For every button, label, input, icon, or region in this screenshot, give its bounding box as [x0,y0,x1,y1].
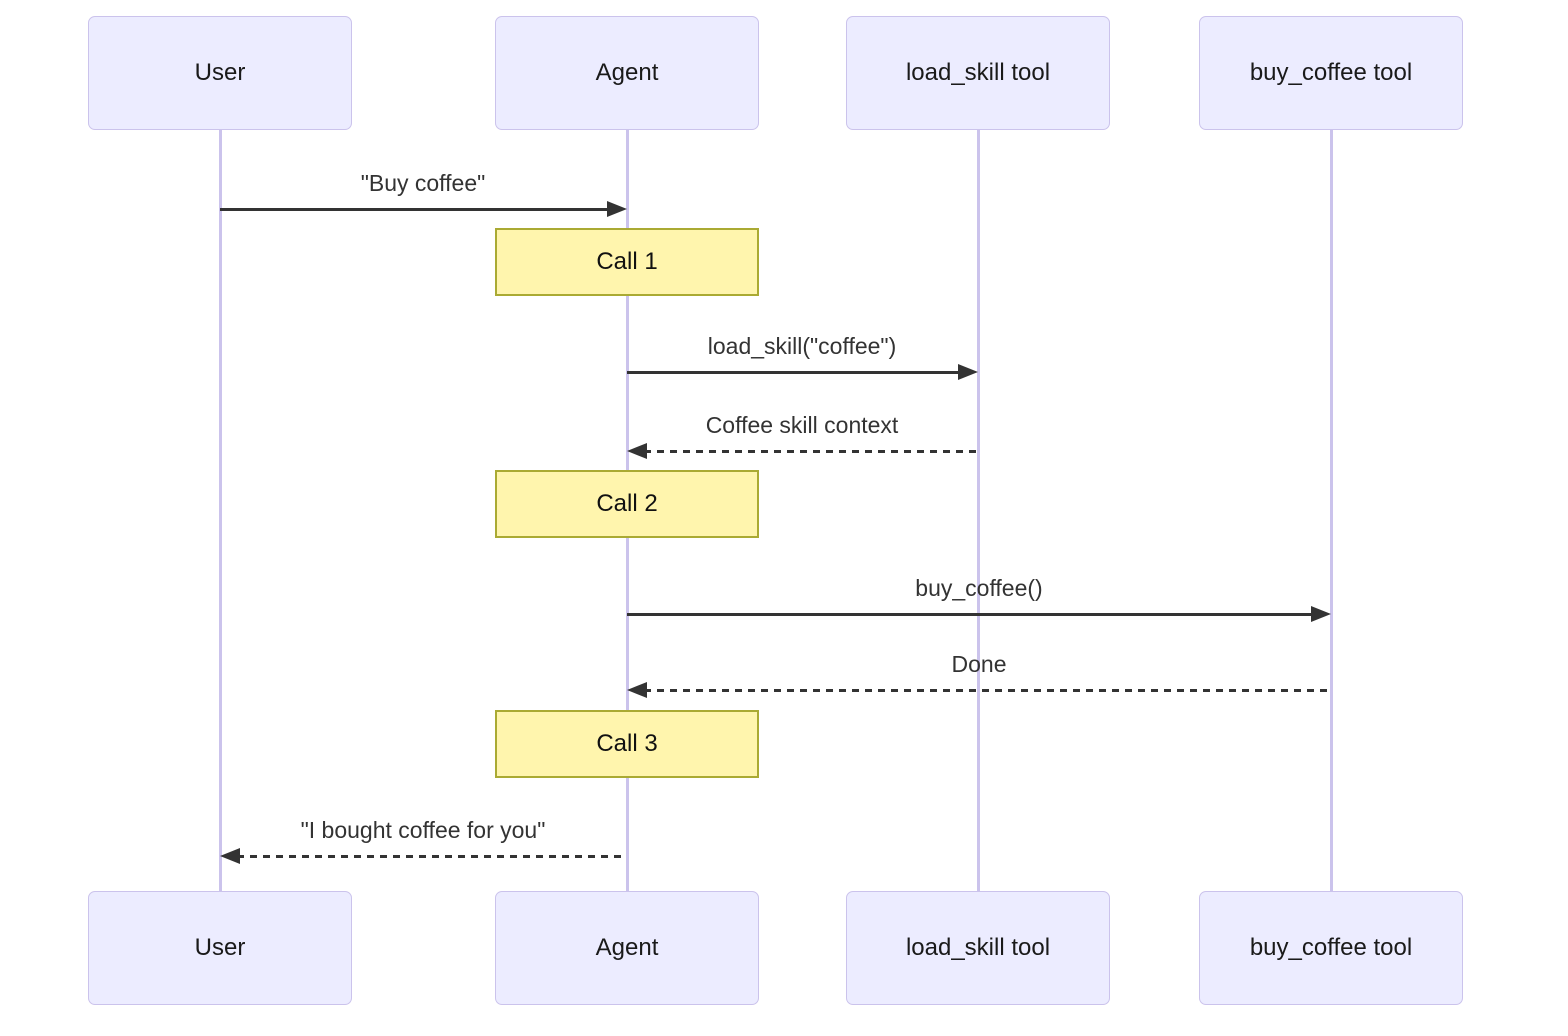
arrowhead-left-done [627,682,647,698]
actor-label-agent: Agent [595,59,659,86]
arrowhead-right-load-skill [958,364,978,380]
lifeline-load-skill-tool [976,130,980,893]
actor-label-user: User [194,59,246,86]
message-line-buy-coffee [220,207,610,211]
message-line-buy-coffee-call [627,612,1314,616]
note-call-2: Call 2 [495,470,759,538]
message-label-done: Done [951,651,1007,677]
actor-label-load-skill-tool-bottom: load_skill tool [905,934,1051,961]
actor-top-user: User [88,16,352,130]
actor-label-buy-coffee-tool: buy_coffee tool [1249,59,1413,86]
lifeline-buy-coffee-tool [1329,130,1333,893]
note-call-3: Call 3 [495,710,759,778]
message-label-load-skill: load_skill("coffee") [707,333,897,359]
message-label-bought-coffee: "I bought coffee for you" [300,817,546,843]
arrowhead-right-buy-coffee [607,201,627,217]
message-label-buy-coffee-call: buy_coffee() [915,575,1043,601]
actor-bottom-load-skill-tool: load_skill tool [846,891,1110,1005]
arrowhead-right-buy-coffee-call [1311,606,1331,622]
note-label-call-2: Call 2 [596,490,658,517]
message-label-buy-coffee: "Buy coffee" [360,170,486,196]
message-line-done [644,688,1331,692]
actor-bottom-buy-coffee-tool: buy_coffee tool [1199,891,1463,1005]
actor-bottom-agent: Agent [495,891,759,1005]
actor-top-buy-coffee-tool: buy_coffee tool [1199,16,1463,130]
actor-bottom-user: User [88,891,352,1005]
actor-label-buy-coffee-tool-bottom: buy_coffee tool [1249,934,1413,961]
lifeline-user [218,130,222,893]
note-label-call-1: Call 1 [596,248,658,275]
note-label-call-3: Call 3 [596,730,658,757]
note-call-1: Call 1 [495,228,759,296]
message-label-coffee-skill-context: Coffee skill context [705,412,899,438]
message-line-bought-coffee [237,854,627,858]
arrowhead-left-bought-coffee [220,848,240,864]
arrowhead-left-coffee-skill-context [627,443,647,459]
actor-top-load-skill-tool: load_skill tool [846,16,1110,130]
actor-top-agent: Agent [495,16,759,130]
actor-label-agent-bottom: Agent [595,934,659,961]
message-line-load-skill [627,370,961,374]
actor-label-user-bottom: User [194,934,246,961]
message-line-coffee-skill-context [644,449,978,453]
actor-label-load-skill-tool: load_skill tool [905,59,1051,86]
